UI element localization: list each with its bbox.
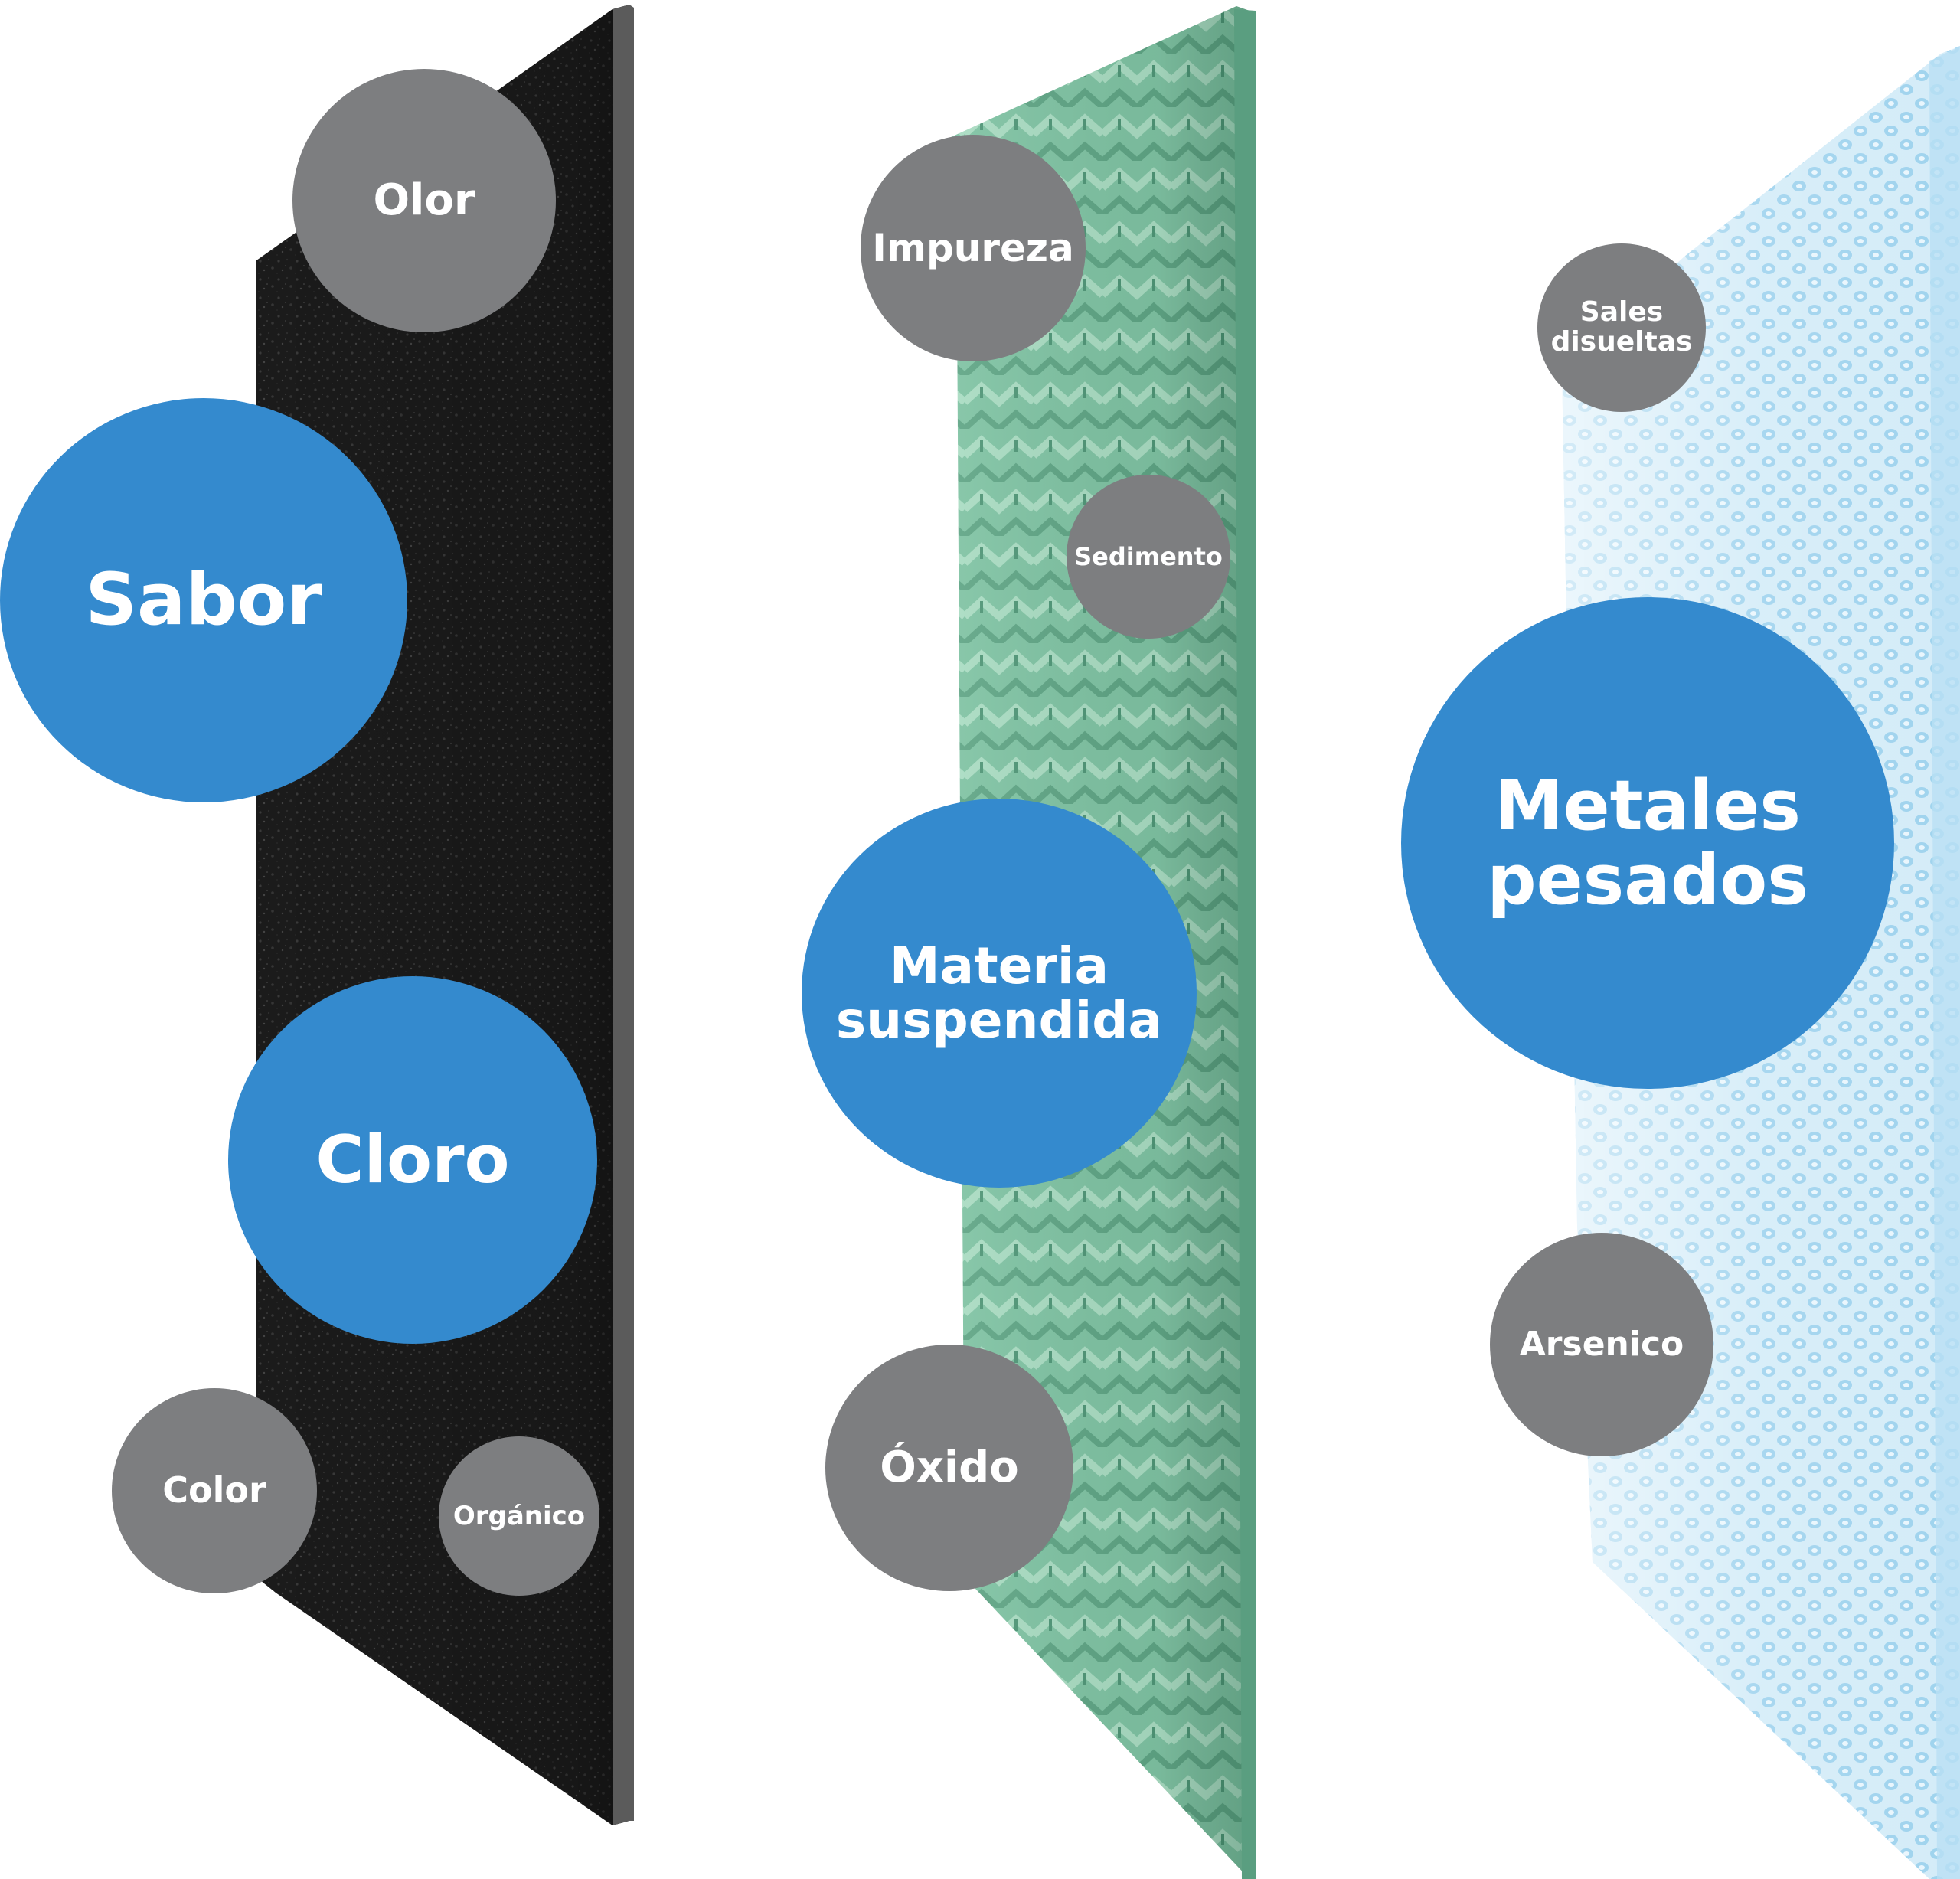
bubble-impureza: Impureza xyxy=(861,135,1086,361)
bubble-materia-suspendida: Materia suspendida xyxy=(802,799,1197,1188)
bubble-label: Metales pesados xyxy=(1487,765,1808,920)
bubble-label: Materia suspendida xyxy=(835,936,1163,1050)
bubble-label: Cloro xyxy=(315,1121,510,1198)
bubble-label: Olor xyxy=(373,175,475,225)
bubble-organico: Orgánico xyxy=(439,1436,599,1596)
bubble-label: Orgánico xyxy=(452,1500,586,1531)
bubble-label: Impureza xyxy=(872,226,1074,270)
bubble-label: Arsenico xyxy=(1519,1325,1684,1364)
bubble-label: Color xyxy=(162,1469,266,1511)
bubble-label: Sales disueltas xyxy=(1550,296,1693,358)
bubble-oxido: Óxido xyxy=(825,1345,1073,1591)
bubble-metales-pesados: Metales pesados xyxy=(1401,597,1894,1089)
bubble-olor: Olor xyxy=(292,69,556,332)
bubble-color: Color xyxy=(112,1388,317,1593)
bubble-label: Sedimento xyxy=(1074,541,1223,571)
bubble-sabor: Sabor xyxy=(0,398,407,802)
bubble-label: Sabor xyxy=(85,558,322,642)
bubble-cloro: Cloro xyxy=(228,976,597,1344)
bubble-label: Óxido xyxy=(880,1442,1019,1492)
bubble-sedimento: Sedimento xyxy=(1067,475,1230,639)
bubble-sales-disueltas: Sales disueltas xyxy=(1537,243,1706,412)
bubble-arsenico: Arsenico xyxy=(1490,1233,1713,1456)
